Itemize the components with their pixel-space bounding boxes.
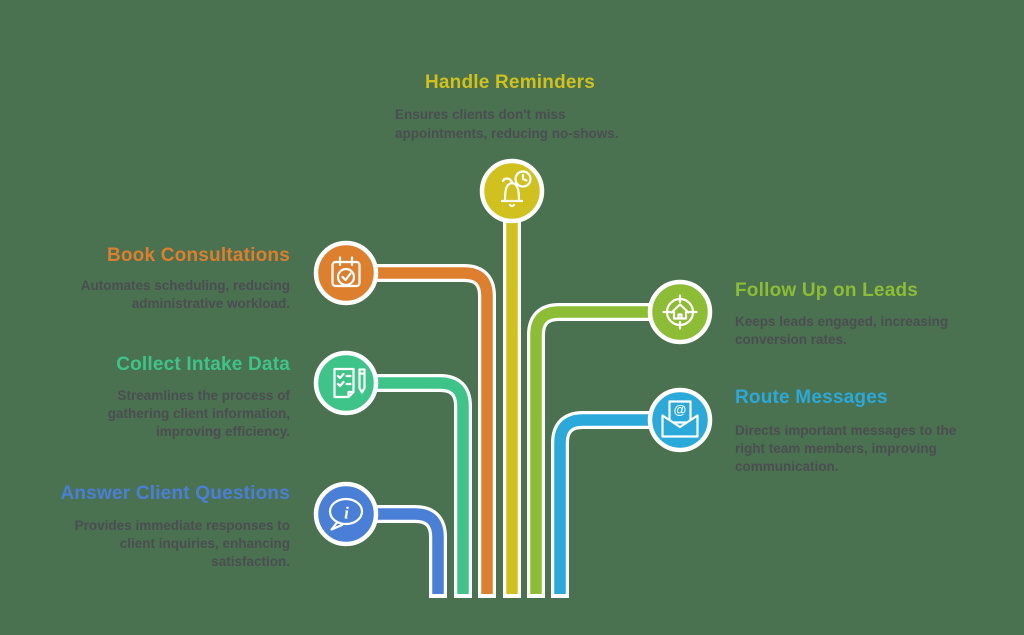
description-line: Automates scheduling, reducing [80,278,290,293]
description-line: Keeps leads engaged, increasing [735,314,949,329]
description-line: Streamlines the process of [117,388,290,403]
title-answer-client-questions: Answer Client Questions [60,483,290,504]
description-line: communication. [735,459,839,474]
connector-answer-client-questions [346,505,447,598]
title-book-consultations: Book Consultations [106,245,290,266]
title-follow-up-on-leads: Follow Up on Leads [735,280,919,301]
connector-follow-up-on-leads [527,303,680,598]
node-answer-client-questions: i [313,481,379,547]
node-collect-intake-data [313,350,379,416]
description-line: improving efficiency. [155,424,290,439]
description-line: Provides immediate responses to [74,518,290,533]
description-line: appointments, reducing no-shows. [395,126,619,141]
svg-text:@: @ [674,402,687,417]
connector-book-consultations [346,264,496,598]
envelope-at-icon: @ [661,400,699,438]
description-line: conversion rates. [735,332,847,347]
node-book-consultations [313,240,379,306]
node-follow-up-on-leads [647,279,713,345]
checklist-pen-icon [333,367,366,399]
speech-bubble-info-icon: i [328,497,364,531]
description-follow-up-on-leads: Keeps leads engaged, increasing conversi… [735,313,980,349]
description-line: Ensures clients don't miss [395,107,566,122]
node-route-messages: @ [647,387,713,453]
node-handle-reminders [479,158,545,224]
svg-text:i: i [344,504,349,523]
description-route-messages: Directs important messages to the right … [735,422,980,476]
description-handle-reminders: Ensures clients don't miss appointments,… [395,105,635,143]
connector-route-messages [551,411,680,598]
bell-clock-icon [500,170,532,208]
description-line: gathering client information, [107,406,290,421]
description-line: Directs important messages to the [735,423,957,438]
description-line: client inquiries, enhancing [119,536,290,551]
description-line: satisfaction. [211,554,290,569]
calendar-check-icon [331,256,361,288]
description-answer-client-questions: Provides immediate responses to client i… [40,517,290,571]
title-route-messages: Route Messages [735,387,888,408]
description-book-consultations: Automates scheduling, reducing administr… [40,277,290,313]
description-line: administrative workload. [131,296,290,311]
description-collect-intake-data: Streamlines the process of gathering cli… [40,387,290,441]
target-house-icon [662,294,698,330]
connector-collect-intake-data [346,374,472,598]
title-collect-intake-data: Collect Intake Data [116,354,290,375]
title-handle-reminders: Handle Reminders [424,72,596,93]
description-line: right team members, improving [735,441,937,456]
